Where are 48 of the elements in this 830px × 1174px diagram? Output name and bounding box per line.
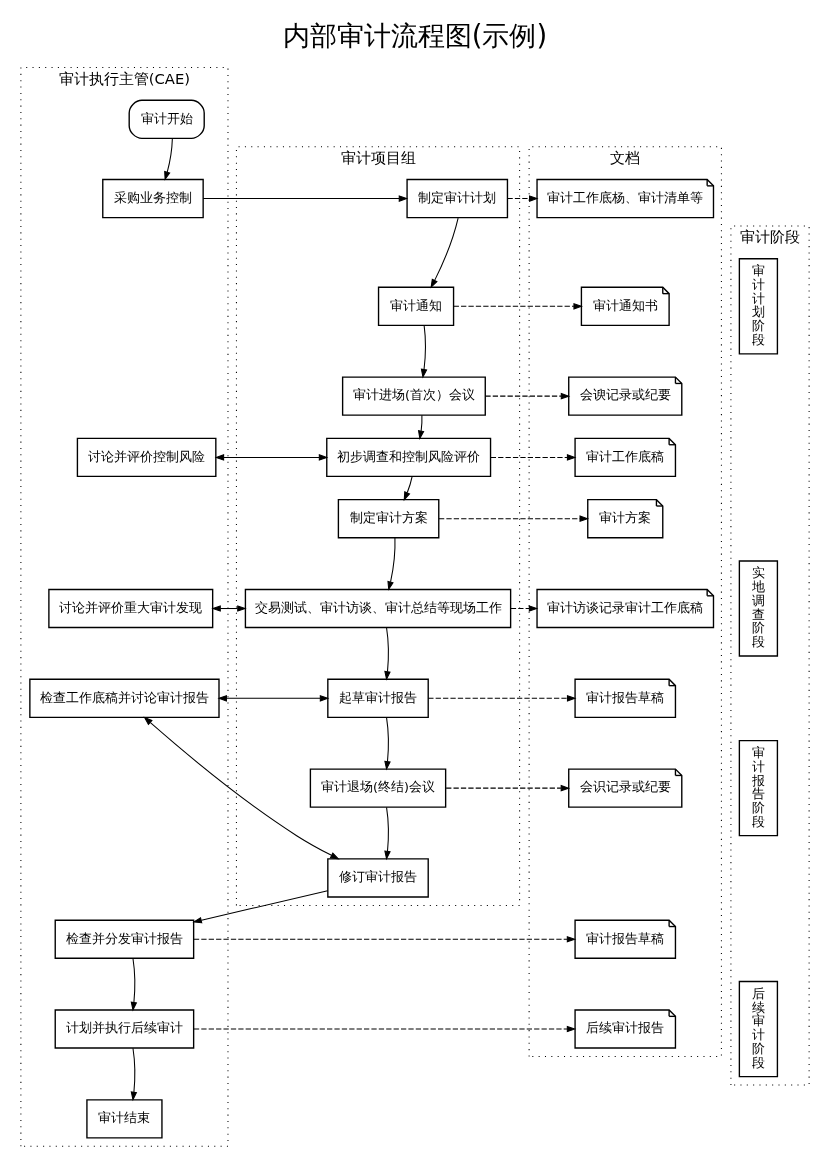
node-box: 讨论并评价控制风险 [76,437,217,478]
arrow [403,476,413,502]
arrow [438,515,590,523]
arrow [193,1025,577,1033]
node-box: 计划并执行后续审计 [54,1009,195,1049]
arrow [445,784,571,792]
arrow [192,890,329,924]
node-box: 审计结束 [86,1099,163,1139]
node-box: 交易测试、审计访谈、审计总结等现场工作 [244,588,512,629]
arrow [420,325,428,379]
node-box: 审计通知 [377,286,455,327]
node-box: 后续审计阶段 [738,980,779,1078]
arrow [384,806,391,861]
arrow [130,1047,138,1102]
node-box: 检查并分发审计报告 [54,919,195,959]
arrow [430,217,459,289]
arrow [214,454,329,461]
arrow [506,195,539,202]
node-box: 审计报告阶段 [738,739,779,837]
node-box: 制定审计计划 [406,178,509,219]
arrow [490,454,577,461]
arrow [130,957,138,1012]
node-box: 采购业务控制 [102,178,204,219]
node-box: 审计计划阶段 [738,258,779,355]
arrow [143,716,340,860]
arrow [427,695,577,702]
arrow [453,303,583,310]
arrow [417,414,425,440]
node-box: 起草审计报告 [327,678,429,719]
node-box: 初步调查和控制风险评价 [326,437,492,478]
diagram-title: 内部审计流程图(示例) [282,20,548,52]
arrow [193,935,577,943]
node-box: 讨论并评价重大审计发现 [48,588,214,629]
arrow [217,695,330,702]
arrow [164,138,173,181]
arrow [387,537,396,591]
arrow [384,717,391,771]
node-box: 实地调查阶段 [738,560,779,657]
node-box: 审计进场(首次）会议 [341,376,486,416]
node-box: 检查工作底稿并讨论审计报告 [29,678,220,719]
arrow [510,605,539,612]
node-box: 审计退场(终结)会议 [309,768,447,808]
arrow [384,627,391,681]
node-box: 修订审计报告 [327,858,429,898]
arrow [484,392,571,400]
node-box: 制定审计方案 [337,499,440,539]
arrow [202,195,409,202]
node-box: 审计开始 [128,99,205,139]
